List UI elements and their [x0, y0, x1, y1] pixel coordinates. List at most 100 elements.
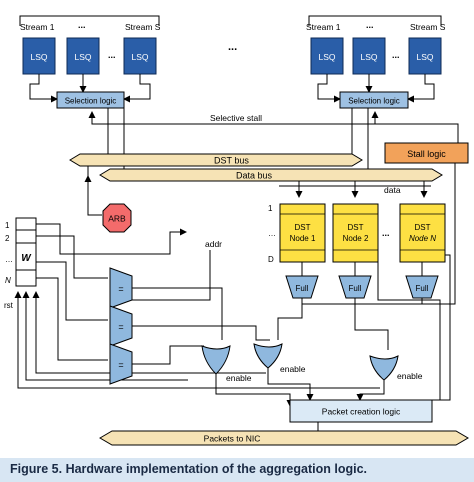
register-row2-label: 2: [5, 234, 10, 243]
dst-rowD-label: D: [268, 255, 274, 264]
register-w-label: W: [21, 253, 32, 264]
cmp2-to-and2: [132, 325, 270, 341]
group-ellipsis: ...: [228, 41, 237, 53]
right-lsq-s-label: LSQ: [416, 52, 433, 62]
right-lsq-1-label: LSQ: [318, 52, 335, 62]
left-lsq1-connector: [29, 74, 58, 103]
packets-to-nic-bus: [99, 430, 469, 446]
right-selection-logic-label: Selection logic: [348, 97, 400, 106]
dst-ellipsis: ...: [382, 228, 390, 238]
dst-bus-to-arb: [87, 166, 102, 216]
dst-bus: [69, 153, 363, 167]
cmp1-to-and1: [132, 287, 223, 340]
dst-2-to-packet: [377, 262, 441, 400]
left-stream-last-label: Stream S: [125, 22, 161, 32]
left-lsq-ellipsis: ...: [108, 50, 116, 60]
left-lsq-1-label: LSQ: [30, 52, 47, 62]
register-rowdots-label: …: [5, 255, 13, 264]
caption-band: [0, 458, 474, 482]
selective-stall-label: Selective stall: [210, 113, 262, 123]
packet-creation-logic-label: Packet creation logic: [322, 407, 401, 417]
full-block-2-label: Full: [349, 284, 362, 293]
aggregation-logic-diagram: Stream 1 ... Stream S LSQ LSQ ... LSQ Se…: [4, 15, 469, 446]
dst-row1-label: 1: [268, 204, 273, 213]
packet-creation-logic: [289, 399, 433, 423]
right-lsq-2: [352, 37, 386, 75]
left-lsq-2-label: LSQ: [74, 52, 91, 62]
selective-stall-path: Selective stall: [88, 111, 459, 143]
comparator-1-label: =: [118, 284, 123, 294]
right-lsq-ellipsis: ...: [392, 50, 400, 60]
data-bus-label: Data bus: [236, 171, 273, 181]
left-selection-logic: [56, 91, 125, 109]
enable3-to-packet: [356, 380, 385, 401]
addr-to-comparators: [132, 250, 211, 301]
comparator-2-label: =: [118, 322, 123, 332]
register-row1-label: 1: [5, 221, 10, 230]
enable-label-3: enable: [397, 371, 423, 381]
rst-feedback-1: [22, 291, 188, 381]
dst-node-1-line2: Node 1: [290, 234, 316, 243]
left-stream-mid-label: ...: [78, 20, 86, 30]
full-block-1-label: Full: [296, 284, 309, 293]
data-bus: [99, 168, 443, 182]
reg-to-mux3: [36, 277, 108, 361]
dst-n-to-packet: [432, 254, 451, 401]
arbiter-octagon-icon: [102, 203, 132, 233]
register-rowN-label: N: [5, 276, 11, 285]
enable-label-2: enable: [280, 364, 306, 374]
reg-to-mux2: [36, 261, 108, 321]
dst-node-n-line2: Node N: [409, 234, 436, 243]
and-gate-2-icon: [253, 343, 283, 369]
left-stream-first-label: Stream 1: [20, 22, 55, 32]
stall-logic-box: [384, 142, 469, 164]
right-stream-mid-label: ...: [366, 20, 374, 30]
right-stream-last-label: Stream S: [410, 22, 446, 32]
left-stream-group: Stream 1 ... Stream S LSQ LSQ ... LSQ Se…: [19, 15, 161, 109]
full-block-n-label: Full: [416, 284, 429, 293]
right-lsqs-connector: [407, 74, 435, 103]
comparator-2-mux-icon: [109, 305, 133, 347]
dst-node-2: DST Node 2: [332, 203, 379, 263]
dst-bus-label: DST bus: [214, 156, 249, 166]
right-selection-logic: [339, 91, 409, 109]
enable-label-1: enable: [226, 373, 252, 383]
figure-caption: Figure 5. Hardware implementation of the…: [10, 462, 367, 476]
full-block-2: [338, 275, 372, 299]
rst-feedback-2: [32, 291, 266, 374]
selective-stall-line: [88, 111, 459, 143]
dst-node-1: DST Node 1: [279, 203, 326, 263]
dst-rowdots-label: …: [268, 229, 276, 238]
comparator-3-mux-icon: [109, 343, 133, 385]
rst-label: rst: [4, 301, 14, 310]
full1-to-and2: [277, 304, 303, 340]
stall-logic-label: Stall logic: [407, 149, 446, 159]
dst-node-n-line1: DST: [415, 223, 431, 232]
right-lsq1-connector: [317, 74, 341, 103]
full-block-1: [285, 275, 319, 299]
full-block-n: [405, 275, 439, 299]
right-stream-group: Stream 1 ... Stream S LSQ LSQ ... LSQ Se…: [306, 15, 446, 109]
right-stream-first-label: Stream 1: [306, 22, 341, 32]
left-selection-logic-label: Selection logic: [65, 97, 117, 106]
dst-node-2-line2: Node 2: [343, 234, 369, 243]
register-w: [15, 217, 37, 287]
data-label: data: [384, 185, 401, 195]
right-lsq-s: [408, 37, 442, 75]
right-lsq-2-label: LSQ: [360, 52, 377, 62]
addr-line: [36, 223, 187, 255]
and-gate-1-icon: [201, 345, 231, 375]
enable2-to-packet: [267, 368, 314, 401]
left-lsq-2: [66, 37, 100, 75]
full-to-stall: [301, 163, 456, 305]
right-stream-bracket: [308, 15, 442, 26]
packets-to-nic-label: Packets to NIC: [204, 434, 261, 444]
addr-label: addr: [205, 239, 222, 249]
left-lsq-s-label: LSQ: [131, 52, 148, 62]
dst-node-n: DST Node N: [399, 203, 446, 263]
left-stream-bracket: [19, 15, 160, 26]
cmp3-to-and1: [132, 345, 204, 365]
rst-feedback-3: [14, 291, 380, 389]
left-lsqs-connector: [123, 74, 151, 103]
